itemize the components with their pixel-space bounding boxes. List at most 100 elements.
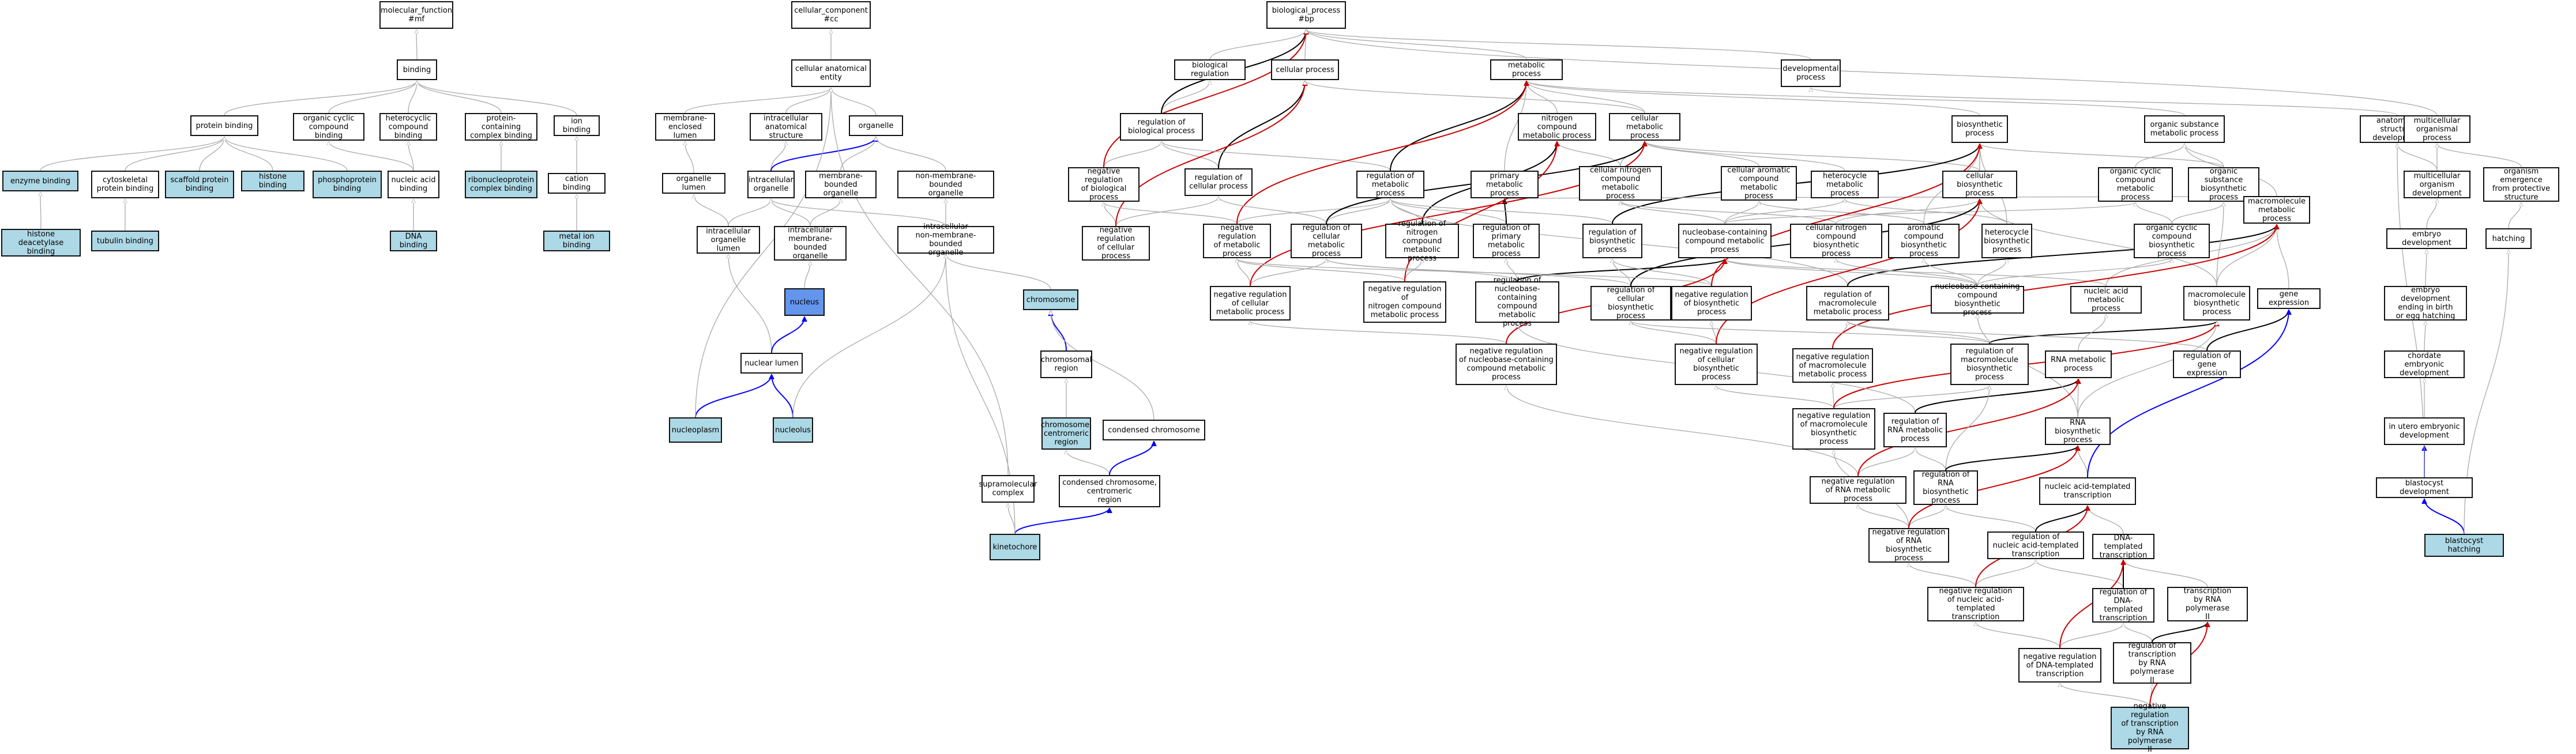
term-node-tubulin[interactable]: tubulin binding [91, 231, 159, 251]
term-node-ribonucleoprotein[interactable]: ribonucleoprotein complex binding [465, 171, 537, 198]
term-node-dtt[interactable]: DNA-templated transcription [2092, 534, 2154, 560]
term-node-ion-binding[interactable]: ion binding [554, 115, 600, 136]
term-node-metabolic[interactable]: metabolic process [1490, 59, 1563, 80]
term-node-ced[interactable]: chordate embryonic development [2384, 350, 2465, 378]
term-node-ncmp[interactable]: nitrogen compound metabolic process [1518, 113, 1596, 141]
term-node-nr-bsp[interactable]: negative regulation of biosynthetic proc… [1671, 286, 1752, 321]
term-node-nr-mbp[interactable]: negative regulation of macromolecule bio… [1792, 408, 1875, 450]
term-node-nr-dtt[interactable]: negative regulation of DNA-templated tra… [2018, 648, 2101, 683]
term-node-reg-cp[interactable]: regulation of cellular process [1184, 168, 1253, 196]
term-node-reg-mp[interactable]: regulation of metabolic process [1356, 171, 1424, 198]
term-node-reg-cbp[interactable]: regulation of cellular biosynthetic proc… [1590, 286, 1671, 321]
term-node-biosynthetic[interactable]: biosynthetic process [1951, 115, 2008, 143]
term-node-supramolecular[interactable]: supramolecular complex [979, 475, 1037, 503]
term-node-reg-rmp[interactable]: regulation of RNA metabolic process [1883, 413, 1947, 447]
term-node-mop[interactable]: multicellular organismal process [2404, 115, 2470, 143]
term-node-cbp[interactable]: cellular biosynthetic process [1942, 171, 2017, 198]
term-node-nr-bp[interactable]: negative regulation of biological proces… [1068, 167, 1140, 202]
term-node-nr-rmp[interactable]: negative regulation of RNA metabolic pro… [1810, 476, 1906, 504]
term-node-cmp[interactable]: cellular metabolic process [1609, 113, 1680, 141]
term-node-trp2[interactable]: transcription by RNA polymerase II [2167, 587, 2248, 621]
term-node-reg-ge[interactable]: regulation of gene expression [2173, 350, 2241, 378]
term-node-pccb[interactable]: protein-containing complex binding [465, 113, 537, 141]
term-node-bio-reg[interactable]: biological regulation [1174, 59, 1246, 80]
term-node-phosphoprotein[interactable]: phosphoprotein binding [313, 171, 382, 198]
term-node-cytoskeletal[interactable]: cytoskeletal protein binding [91, 171, 159, 198]
term-node-nr-rbp[interactable]: negative regulation of RNA biosynthetic … [1868, 528, 1949, 563]
term-node-io[interactable]: intracellular organelle [747, 171, 795, 198]
term-node-cae[interactable]: cellular anatomical entity [791, 59, 871, 87]
term-node-nab[interactable]: nucleic acid binding [388, 171, 439, 198]
term-node-nuclear-lumen[interactable]: nuclear lumen [740, 353, 803, 374]
term-node-nat[interactable]: nucleic acid-templated transcription [2039, 477, 2136, 505]
term-node-nucleolus[interactable]: nucleolus [773, 417, 813, 443]
term-node-kinetochore[interactable]: kinetochore [990, 534, 1040, 560]
term-node-protein-binding[interactable]: protein binding [190, 115, 258, 136]
term-node-reg-bsp[interactable]: regulation of biosynthetic process [1582, 224, 1642, 258]
term-node-inmbo[interactable]: intracellular non-membrane-bounded organ… [897, 223, 994, 257]
term-node-cation[interactable]: cation binding [548, 173, 606, 194]
term-node-organelle[interactable]: organelle [849, 115, 903, 136]
term-node-ccc[interactable]: condensed chromosome, centromeric region [1059, 475, 1160, 507]
term-node-ocb[interactable]: organic cyclic compound binding [293, 113, 364, 141]
term-node-nccbp[interactable]: nucleobase-containing compound biosynthe… [1931, 282, 2024, 317]
term-node-dna-binding[interactable]: DNA binding [390, 231, 437, 251]
term-node-ocmp[interactable]: organic cyclic compound metabolic proces… [2098, 167, 2173, 202]
term-node-mod[interactable]: multicellular organism development [2404, 171, 2470, 198]
term-node-osbp[interactable]: organic substance biosynthetic process [2188, 167, 2259, 202]
term-node-mf[interactable]: molecular_function #mf [379, 1, 453, 29]
term-node-occbp[interactable]: organic cyclic compound biosynthetic pro… [2134, 224, 2210, 258]
term-node-condensed-chrom[interactable]: condensed chromosome [1103, 420, 1205, 440]
term-node-reg-rbp[interactable]: regulation of RNA biosynthetic process [1913, 470, 1978, 505]
term-node-osmp[interactable]: organic substance metabolic process [2144, 115, 2225, 143]
term-node-organelle-lumen[interactable]: organelle lumen [662, 173, 725, 194]
term-node-ccr[interactable]: chromosome, centromeric region [1041, 417, 1092, 450]
term-node-reg-trp2[interactable]: regulation of transcription by RNA polym… [2113, 642, 2191, 685]
term-node-nr-cp[interactable]: negative regulation of cellular process [1082, 226, 1150, 261]
term-node-reg-mmp[interactable]: regulation of macromolecule metabolic pr… [1806, 286, 1889, 321]
term-node-reg-mbp[interactable]: regulation of macromolecule biosynthetic… [1950, 344, 2029, 385]
term-node-macromol-mp[interactable]: macromolecule metabolic process [2243, 196, 2310, 224]
term-node-nmbo[interactable]: non-membrane-bounded organelle [897, 171, 994, 198]
term-node-namp[interactable]: nucleic acid metabolic process [2070, 286, 2142, 314]
term-node-reg-nccmp[interactable]: regulation of nucleobase-containing comp… [1475, 276, 1559, 328]
term-node-nucleus[interactable]: nucleus [784, 288, 825, 316]
term-node-embryo-dev[interactable]: embryo development [2386, 228, 2467, 249]
term-node-eebeh[interactable]: embryo development ending in birth or eg… [2384, 286, 2467, 321]
term-node-nucleoplasm[interactable]: nucleoplasm [669, 417, 722, 443]
term-node-nr-ncmp[interactable]: negative regulation of nitrogen compound… [1363, 281, 1446, 323]
term-node-iol[interactable]: intracellular organelle lumen [697, 226, 760, 254]
term-node-bp[interactable]: biological_process #bp [1266, 1, 1346, 29]
term-node-nr-trp2[interactable]: negative regulation of transcription by … [2111, 702, 2189, 754]
term-node-rna-mp[interactable]: RNA metabolic process [2045, 350, 2112, 378]
term-node-reg-bp[interactable]: regulation of biological process [1120, 113, 1203, 141]
term-node-reg-cmp[interactable]: regulation of cellular metabolic process [1291, 224, 1362, 258]
term-node-blasto-hatch[interactable]: blastocyst hatching [2424, 534, 2504, 557]
term-node-nr-cmp[interactable]: negative regulation of cellular metaboli… [1210, 286, 1291, 321]
term-node-hbp[interactable]: heterocycle biosynthetic process [1981, 224, 2032, 258]
term-node-nccmp[interactable]: nucleobase-containing compound metabolic… [1678, 224, 1772, 258]
term-node-chrom-region[interactable]: chromosomal region [1040, 350, 1092, 378]
term-node-mbo[interactable]: membrane-bounded organelle [805, 171, 877, 198]
term-node-pmp[interactable]: primary metabolic process [1471, 171, 1539, 198]
term-node-cacmp[interactable]: cellular aromatic compound metabolic pro… [1721, 166, 1797, 201]
term-node-hdb[interactable]: histone deacetylase binding [1, 229, 81, 257]
term-node-acbp[interactable]: aromatic compound biosynthetic process [1888, 224, 1960, 258]
term-node-binding[interactable]: binding [397, 59, 437, 80]
term-node-cncbp[interactable]: cellular nitrogen compound biosynthetic … [1790, 224, 1882, 258]
term-node-reg-ncmp[interactable]: regulation of nitrogen compound metaboli… [1385, 220, 1459, 263]
term-node-mel[interactable]: membrane-enclosed lumen [655, 113, 715, 141]
term-node-blasto[interactable]: blastocyst development [2376, 477, 2473, 498]
term-node-histone-binding[interactable]: histone binding [241, 171, 304, 191]
term-node-ias[interactable]: intracellular anatomical structure [750, 113, 822, 141]
term-node-hmp[interactable]: heterocycle metabolic process [1811, 171, 1879, 198]
term-node-reg-nat[interactable]: regulation of nucleic acid-templated tra… [1987, 531, 2084, 559]
term-node-rna-bp[interactable]: RNA biosynthetic process [2045, 417, 2111, 445]
term-node-mbp[interactable]: macromolecule biosynthetic process [2183, 286, 2250, 321]
term-node-hcb[interactable]: heterocyclic compound binding [379, 113, 437, 141]
term-node-iued[interactable]: in utero embryonic development [2384, 417, 2465, 445]
term-node-cell-proc[interactable]: cellular process [1271, 59, 1339, 80]
term-node-nr-cbp[interactable]: negative regulation of cellular biosynth… [1675, 344, 1758, 385]
term-node-reg-dtt[interactable]: regulation of DNA-templated transcriptio… [2092, 588, 2154, 623]
term-node-metal[interactable]: metal ion binding [543, 231, 610, 251]
